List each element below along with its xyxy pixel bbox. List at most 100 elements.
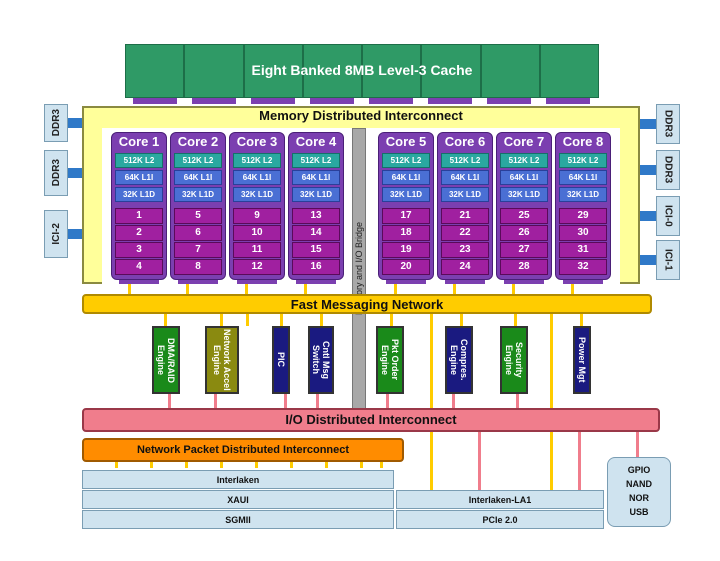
l3-cache-bank [184,44,244,98]
left-port-ici-2: ICI-2 [44,210,68,258]
core-l1i-cache: 64K L1I [233,170,281,185]
right-port-ddr3: DDR3 [656,104,680,144]
left-port-ddr3: DDR3 [44,104,68,142]
engine-label: Security Engine [504,342,524,378]
right-port-ici-1: ICI-1 [656,240,680,280]
core-l1i-cache: 64K L1I [382,170,430,185]
fmn-engine-link [164,314,167,326]
core-l1d-cache: 32K L1D [559,187,607,202]
npdi-io-link [185,462,188,468]
fmn-io-long-link [550,314,553,492]
engine-io-link [284,394,287,408]
core-title: Core 1 [118,134,160,149]
hardware-thread: 11 [233,242,281,258]
l3-cache-bank [539,44,599,98]
hardware-thread: 19 [382,242,430,258]
core-l1i-cache: 64K L1I [292,170,340,185]
right-port-ici-0: ICI-0 [656,196,680,236]
right-port-label: DDR3 [662,156,674,184]
right-port-label: ICI-0 [662,205,674,227]
core-fmn-link [304,284,307,294]
core-fmn-link [571,284,574,294]
core-fmn-connector [386,280,426,284]
fmn-engine-link [220,314,223,326]
right-port-connector [640,255,656,265]
core-fmn-link [186,284,189,294]
fmn-engine-link [280,314,283,326]
hardware-thread: 13 [292,208,340,224]
engine-compres-engine: Compres. Engine [445,326,473,394]
core-l1d-cache: 32K L1D [233,187,281,202]
hardware-thread: 9 [233,208,281,224]
core-fmn-link [453,284,456,294]
io-nor-label: NOR [629,493,649,503]
npdi-io-link [380,462,383,468]
core-fmn-connector [563,280,603,284]
core-l2-cache: 512K L2 [174,153,222,168]
core-l1d-cache: 32K L1D [441,187,489,202]
core-title: Core 6 [444,134,486,149]
core-title: Core 4 [295,134,337,149]
l3-cache-port [310,98,354,104]
engine-io-link [214,394,217,408]
l3-cache-port [487,98,531,104]
core-fmn-link [245,284,248,294]
hardware-thread: 17 [382,208,430,224]
hardware-thread: 2 [115,225,163,241]
io-distributed-interconnect: I/O Distributed Interconnect [82,408,660,432]
right-port-connector [640,119,656,129]
core-fmn-link [394,284,397,294]
core-l1d-cache: 32K L1D [174,187,222,202]
hardware-thread: 31 [559,242,607,258]
l3-cache-port [192,98,236,104]
io-gpio-label: GPIO [627,465,651,475]
hardware-thread: 12 [233,259,281,275]
engine-dma-raid-engine: DMA/RAID Engine [152,326,180,394]
hardware-thread: 4 [115,259,163,275]
right-port-connector [640,211,656,221]
fmn-engine-link [580,314,583,326]
engine-io-link [168,394,171,408]
fmn-engine-link [320,314,323,326]
core-l1i-cache: 64K L1I [500,170,548,185]
fmn-engine-link [390,314,393,326]
right-port-label: DDR3 [662,110,674,138]
engine-io-link [452,394,455,408]
l3-cache: Eight Banked 8MB Level-3 Cache [125,44,599,98]
core-fmn-connector [445,280,485,284]
fmn-engine-link [246,314,249,326]
memory-io-bridge: Memory and I/O Bridge [352,128,366,410]
io-gpio-link [636,432,639,458]
hardware-thread: 3 [115,242,163,258]
engine-pkt-order-engine: Pkt Order Engine [376,326,404,394]
npdi-io-link [150,462,153,468]
core-l2-cache: 512K L2 [292,153,340,168]
engine-security-engine: Security Engine [500,326,528,394]
fmn-engine-link [460,314,463,326]
core-l2-cache: 512K L2 [441,153,489,168]
l3-cache-bank [243,44,303,98]
core-fmn-link [512,284,515,294]
network-packet-interconnect: Network Packet Distributed Interconnect [82,438,404,462]
core-l2-cache: 512K L2 [233,153,281,168]
hardware-thread: 21 [441,208,489,224]
fast-messaging-network: Fast Messaging Network [82,294,652,314]
fmn-engine-link [514,314,517,326]
hardware-thread: 25 [500,208,548,224]
io-bottom-link [478,432,481,492]
l3-cache-bank [421,44,481,98]
core-l2-cache: 512K L2 [500,153,548,168]
core-fmn-connector [119,280,159,284]
hardware-thread: 7 [174,242,222,258]
hardware-thread: 14 [292,225,340,241]
core-l2-cache: 512K L2 [382,153,430,168]
hardware-thread: 32 [559,259,607,275]
core-fmn-connector [504,280,544,284]
engine-io-link [516,394,519,408]
l3-cache-port [369,98,413,104]
io-sgmii-block: SGMII [82,510,394,529]
